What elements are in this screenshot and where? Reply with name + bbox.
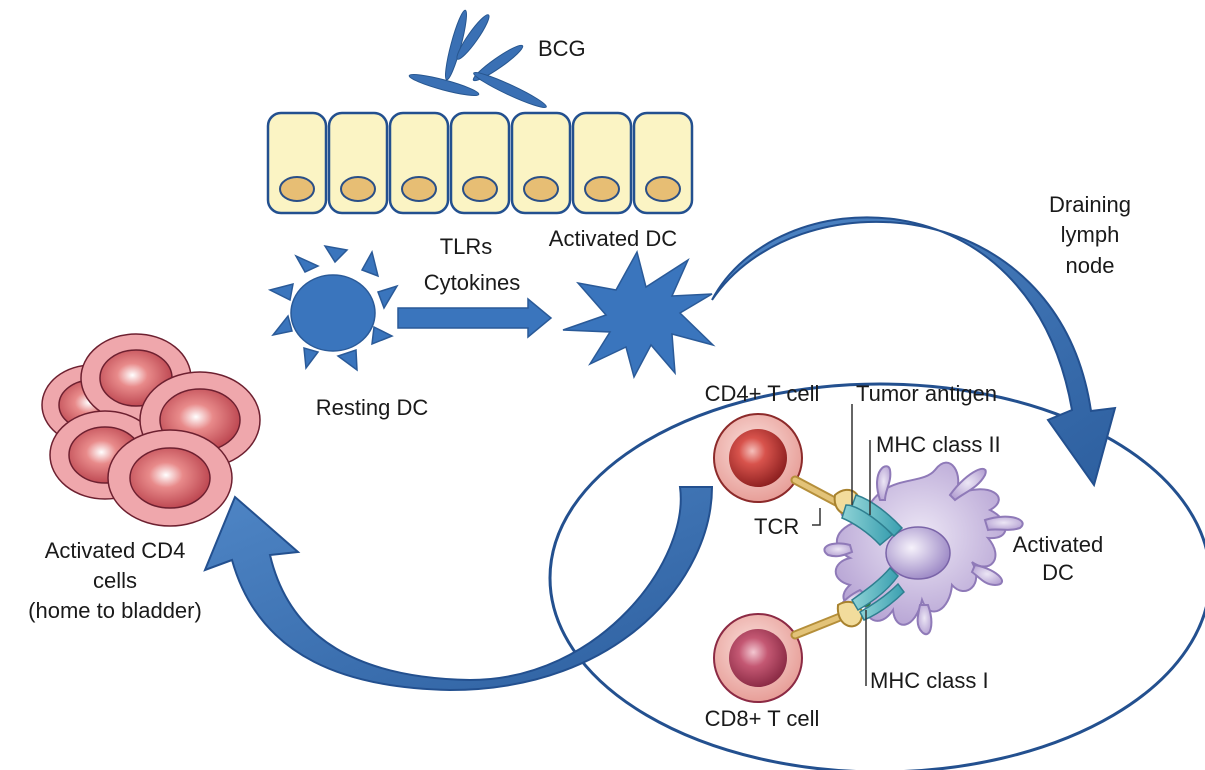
activated-cd4-label-1: Activated CD4 — [45, 538, 186, 563]
draining-lymph-node-label-1: Draining — [1049, 192, 1131, 217]
label-pointer-lines — [812, 404, 871, 686]
activation-arrow — [397, 297, 553, 339]
activated-dc-right-label-2: DC — [1042, 560, 1074, 585]
tcr-mhc2-complex-icon — [790, 475, 904, 547]
homing-arrow-to-bladder — [203, 486, 714, 692]
cytokines-label: Cytokines — [424, 270, 521, 295]
resting-dc-label: Resting DC — [316, 395, 429, 420]
tcr-label: TCR — [754, 514, 799, 539]
draining-lymph-node-label-2: lymph — [1061, 222, 1120, 247]
mhc-class-i-label: MHC class I — [870, 668, 989, 693]
bladder-epithelium — [266, 111, 694, 215]
activated-dc-star-icon — [562, 249, 716, 380]
tumor-antigen-label: Tumor antigen — [856, 381, 997, 406]
resting-dc-icon — [267, 244, 399, 372]
tlrs-label: TLRs — [440, 234, 493, 259]
activated-dc-right-label-1: Activated — [1013, 532, 1104, 557]
activated-cd4-cluster-icon — [41, 333, 261, 527]
migration-arrow-to-lymph-node — [711, 216, 1117, 488]
draining-lymph-node-label-3: node — [1066, 253, 1115, 278]
bcg-label: BCG — [538, 36, 586, 61]
bcg-bacteria-icon — [408, 9, 547, 109]
activated-cd4-label-3: (home to bladder) — [28, 598, 202, 623]
cd4-t-cell-icon — [713, 413, 803, 503]
lymph-node-outline — [548, 382, 1205, 770]
cd4-t-cell-label: CD4+ T cell — [705, 381, 820, 406]
activated-cd4-label-2: cells — [93, 568, 137, 593]
mhc-class-ii-label: MHC class II — [876, 432, 1001, 457]
activated-dc-top-label: Activated DC — [549, 226, 677, 251]
cd8-t-cell-label: CD8+ T cell — [705, 706, 820, 731]
cd8-t-cell-icon — [713, 613, 803, 703]
tcr-mhc1-complex-icon — [790, 566, 905, 640]
